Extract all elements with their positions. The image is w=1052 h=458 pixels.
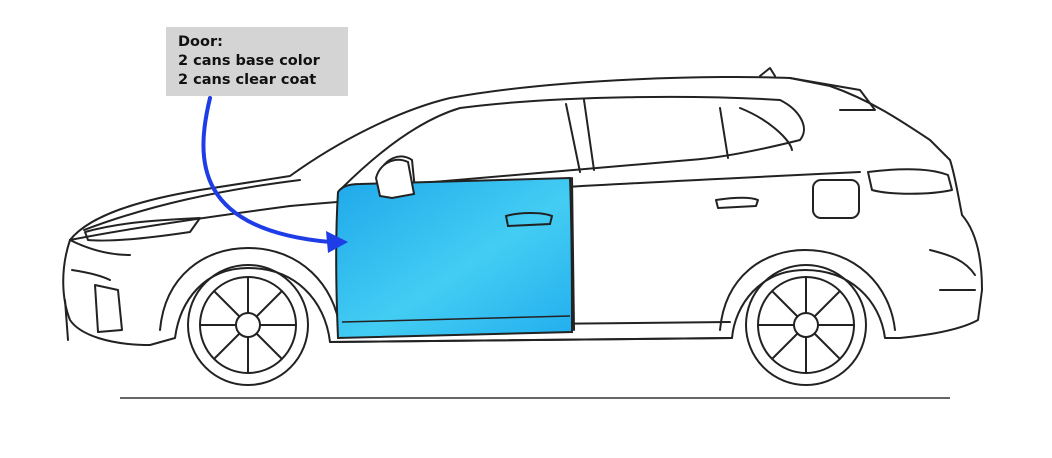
rear-wheel: [745, 264, 867, 386]
callout-line-base-color: 2 cans base color: [178, 53, 320, 69]
callout-arrow: [201, 96, 332, 244]
front-door-handle: [504, 212, 554, 228]
side-mirror: [374, 158, 416, 200]
arrow-head-icon: [326, 231, 348, 253]
callout-box: Door: 2 cans base color 2 cans clear coa…: [166, 27, 348, 96]
callout-title: Door:: [178, 34, 223, 50]
callout-line-clear-coat: 2 cans clear coat: [178, 72, 317, 88]
front-door-highlight: [335, 176, 574, 340]
front-door-lower-line: [341, 315, 571, 323]
front-wheel: [187, 264, 309, 386]
